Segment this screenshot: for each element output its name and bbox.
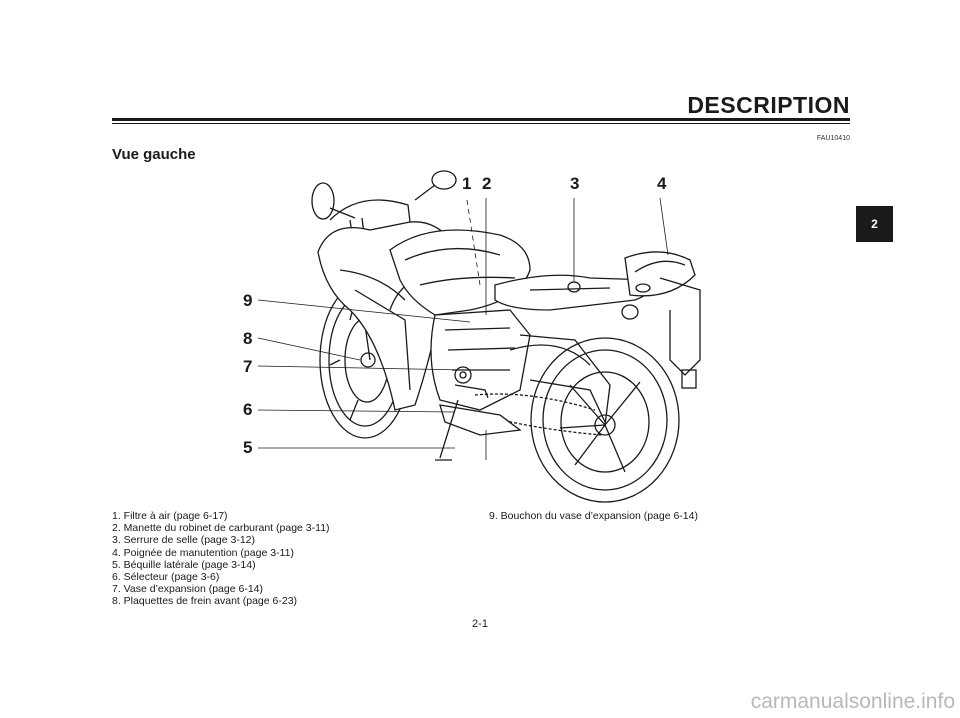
- callout-7: 7: [243, 357, 253, 376]
- legend-left: 1. Filtre à air (page 6-17) 2. Manette d…: [112, 510, 330, 608]
- page-header-title: DESCRIPTION: [687, 92, 850, 118]
- legend-item: 2. Manette du robinet de carburant (page…: [112, 522, 330, 535]
- legend-item: 8. Plaquettes de frein avant (page 6-23): [112, 595, 298, 608]
- callout-8: 8: [243, 329, 253, 348]
- callout-2: 2: [482, 174, 492, 193]
- legend-item: 1. Filtre à air (page 6-17): [112, 510, 228, 522]
- header-rule-thin: [112, 123, 850, 124]
- legend-item: 6. Sélecteur (page 3-6): [112, 571, 220, 584]
- callout-9: 9: [243, 291, 253, 310]
- legend-right: 9. Bouchon du vase d’expansion (page 6-1…: [489, 510, 698, 522]
- callout-5: 5: [243, 438, 253, 457]
- callout-3: 3: [570, 174, 580, 193]
- header-rule: [112, 118, 850, 121]
- document-code: FAU10410: [816, 135, 850, 142]
- legend-item: 5. Béquille latérale (page 3-14): [112, 558, 256, 571]
- legend-item: 4. Poignée de manutention (page 3-11): [112, 546, 294, 559]
- legend-item: 3. Serrure de selle (page 3-12): [112, 534, 255, 547]
- callout-6: 6: [243, 400, 253, 419]
- section-title: Vue gauche: [112, 146, 196, 163]
- callout-4: 4: [657, 174, 667, 193]
- callout-1: 1: [462, 174, 472, 193]
- motorcycle-illustration: [257, 170, 701, 503]
- legend-item: 9. Bouchon du vase d’expansion (page 6-1…: [489, 510, 698, 522]
- page-number: 2-1: [472, 618, 488, 630]
- callout-leaders: [257, 197, 669, 460]
- chapter-tab: 2: [856, 206, 893, 242]
- legend-item: 7. Vase d’expansion (page 6-14): [112, 583, 263, 596]
- watermark: carmanualsonline.info: [750, 690, 955, 713]
